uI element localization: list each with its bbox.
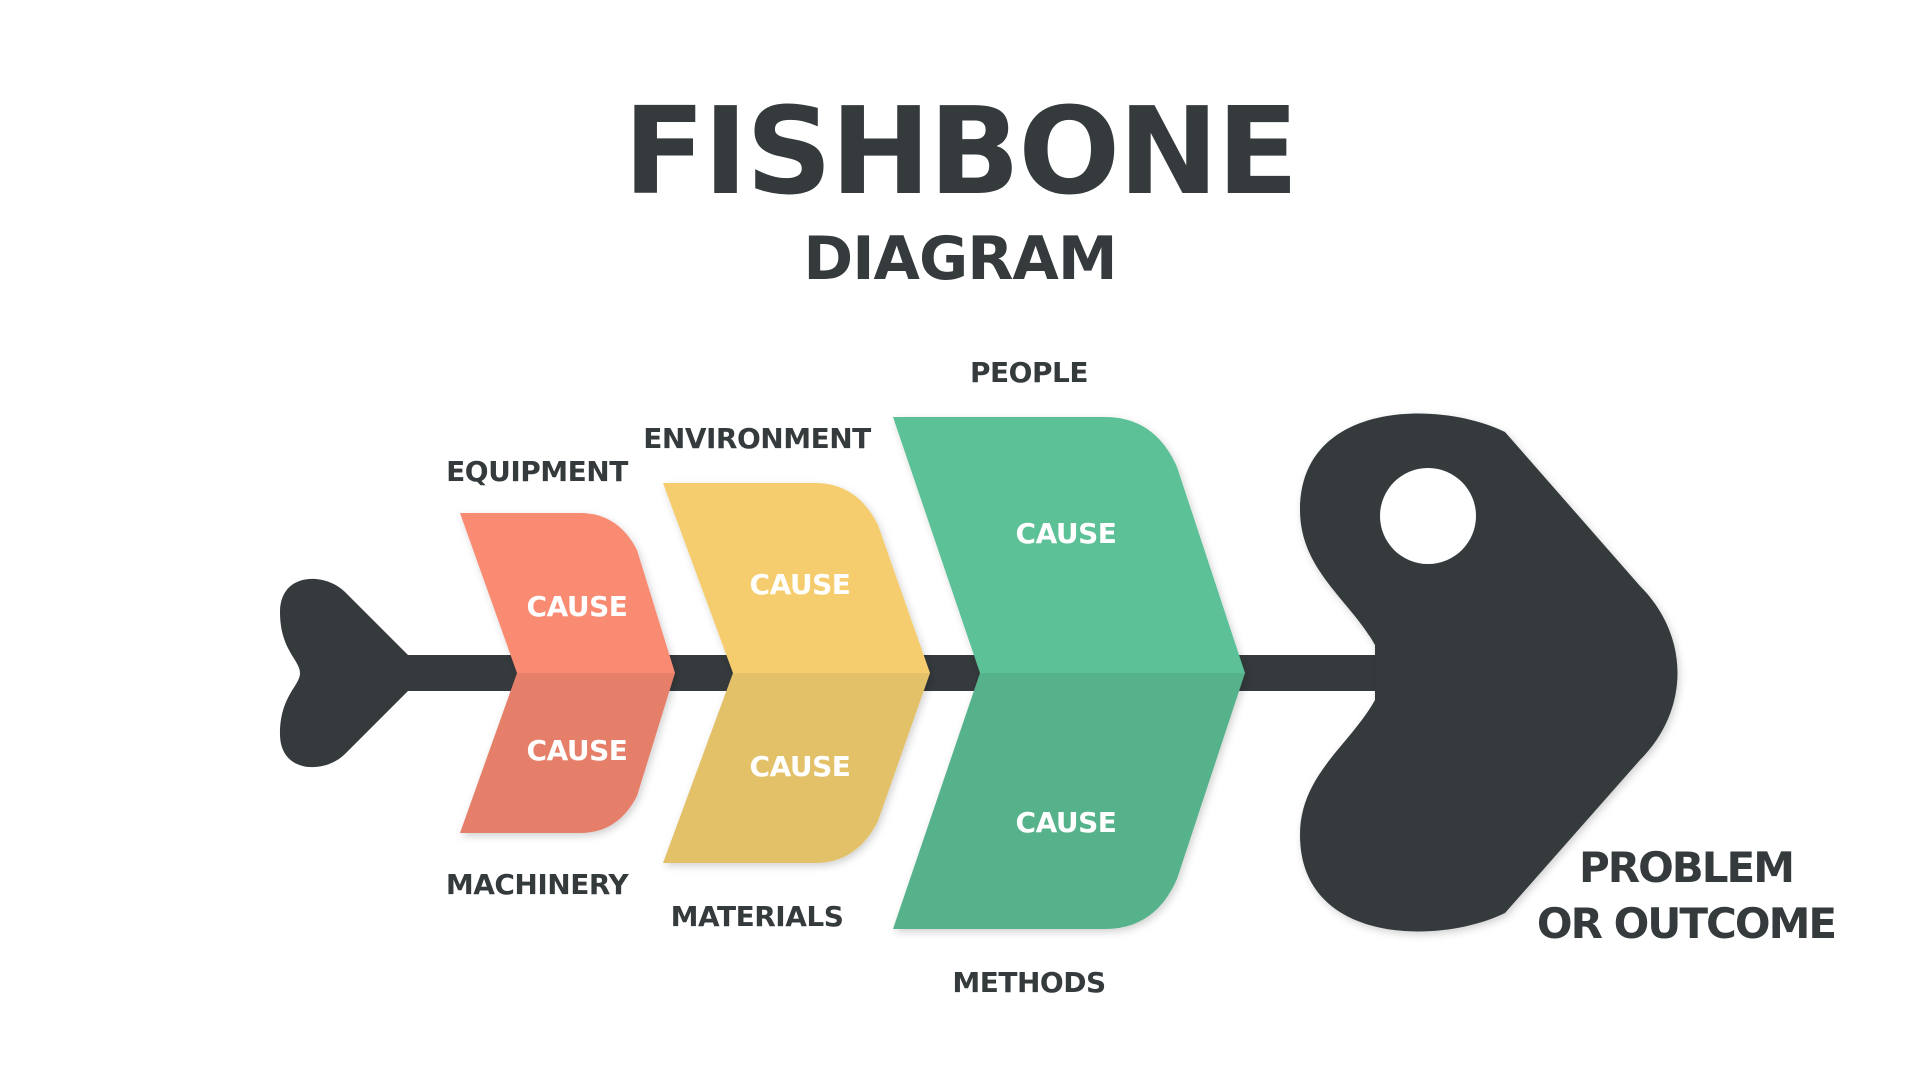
- category-label-equipment: EQUIPMENT: [446, 455, 628, 488]
- cause-label-equipment: CAUSE: [527, 590, 628, 623]
- category-label-materials: MATERIALS: [670, 900, 844, 933]
- category-label-people: PEOPLE: [970, 356, 1088, 389]
- cause-group-equipment-machinery: [460, 513, 675, 833]
- cause-block-environment: [663, 483, 930, 673]
- problem-line-2: OR OUTCOME: [1536, 899, 1837, 948]
- cause-block-methods: [893, 673, 1245, 929]
- problem-outcome-label: PROBLEM OR OUTCOME: [1536, 840, 1837, 952]
- diagram-title: FISHBONE: [623, 83, 1298, 222]
- cause-block-equipment: [460, 513, 675, 673]
- fish-tail: [280, 578, 408, 768]
- cause-label-environment: CAUSE: [750, 568, 851, 601]
- cause-block-materials: [663, 673, 930, 863]
- category-label-environment: ENVIRONMENT: [643, 422, 871, 455]
- cause-group-environment-materials: [663, 483, 930, 863]
- cause-group-people-methods: [893, 417, 1245, 929]
- fish-eye: [1380, 468, 1476, 564]
- cause-label-machinery: CAUSE: [527, 734, 628, 767]
- cause-label-materials: CAUSE: [750, 750, 851, 783]
- diagram-subtitle: DIAGRAM: [803, 224, 1117, 294]
- category-label-methods: METHODS: [952, 966, 1106, 999]
- cause-label-methods: CAUSE: [1016, 806, 1117, 839]
- cause-block-machinery: [460, 673, 675, 833]
- problem-line-1: PROBLEM: [1578, 843, 1795, 892]
- cause-label-people: CAUSE: [1016, 517, 1117, 550]
- category-label-machinery: MACHINERY: [445, 868, 629, 901]
- cause-block-people: [893, 417, 1245, 673]
